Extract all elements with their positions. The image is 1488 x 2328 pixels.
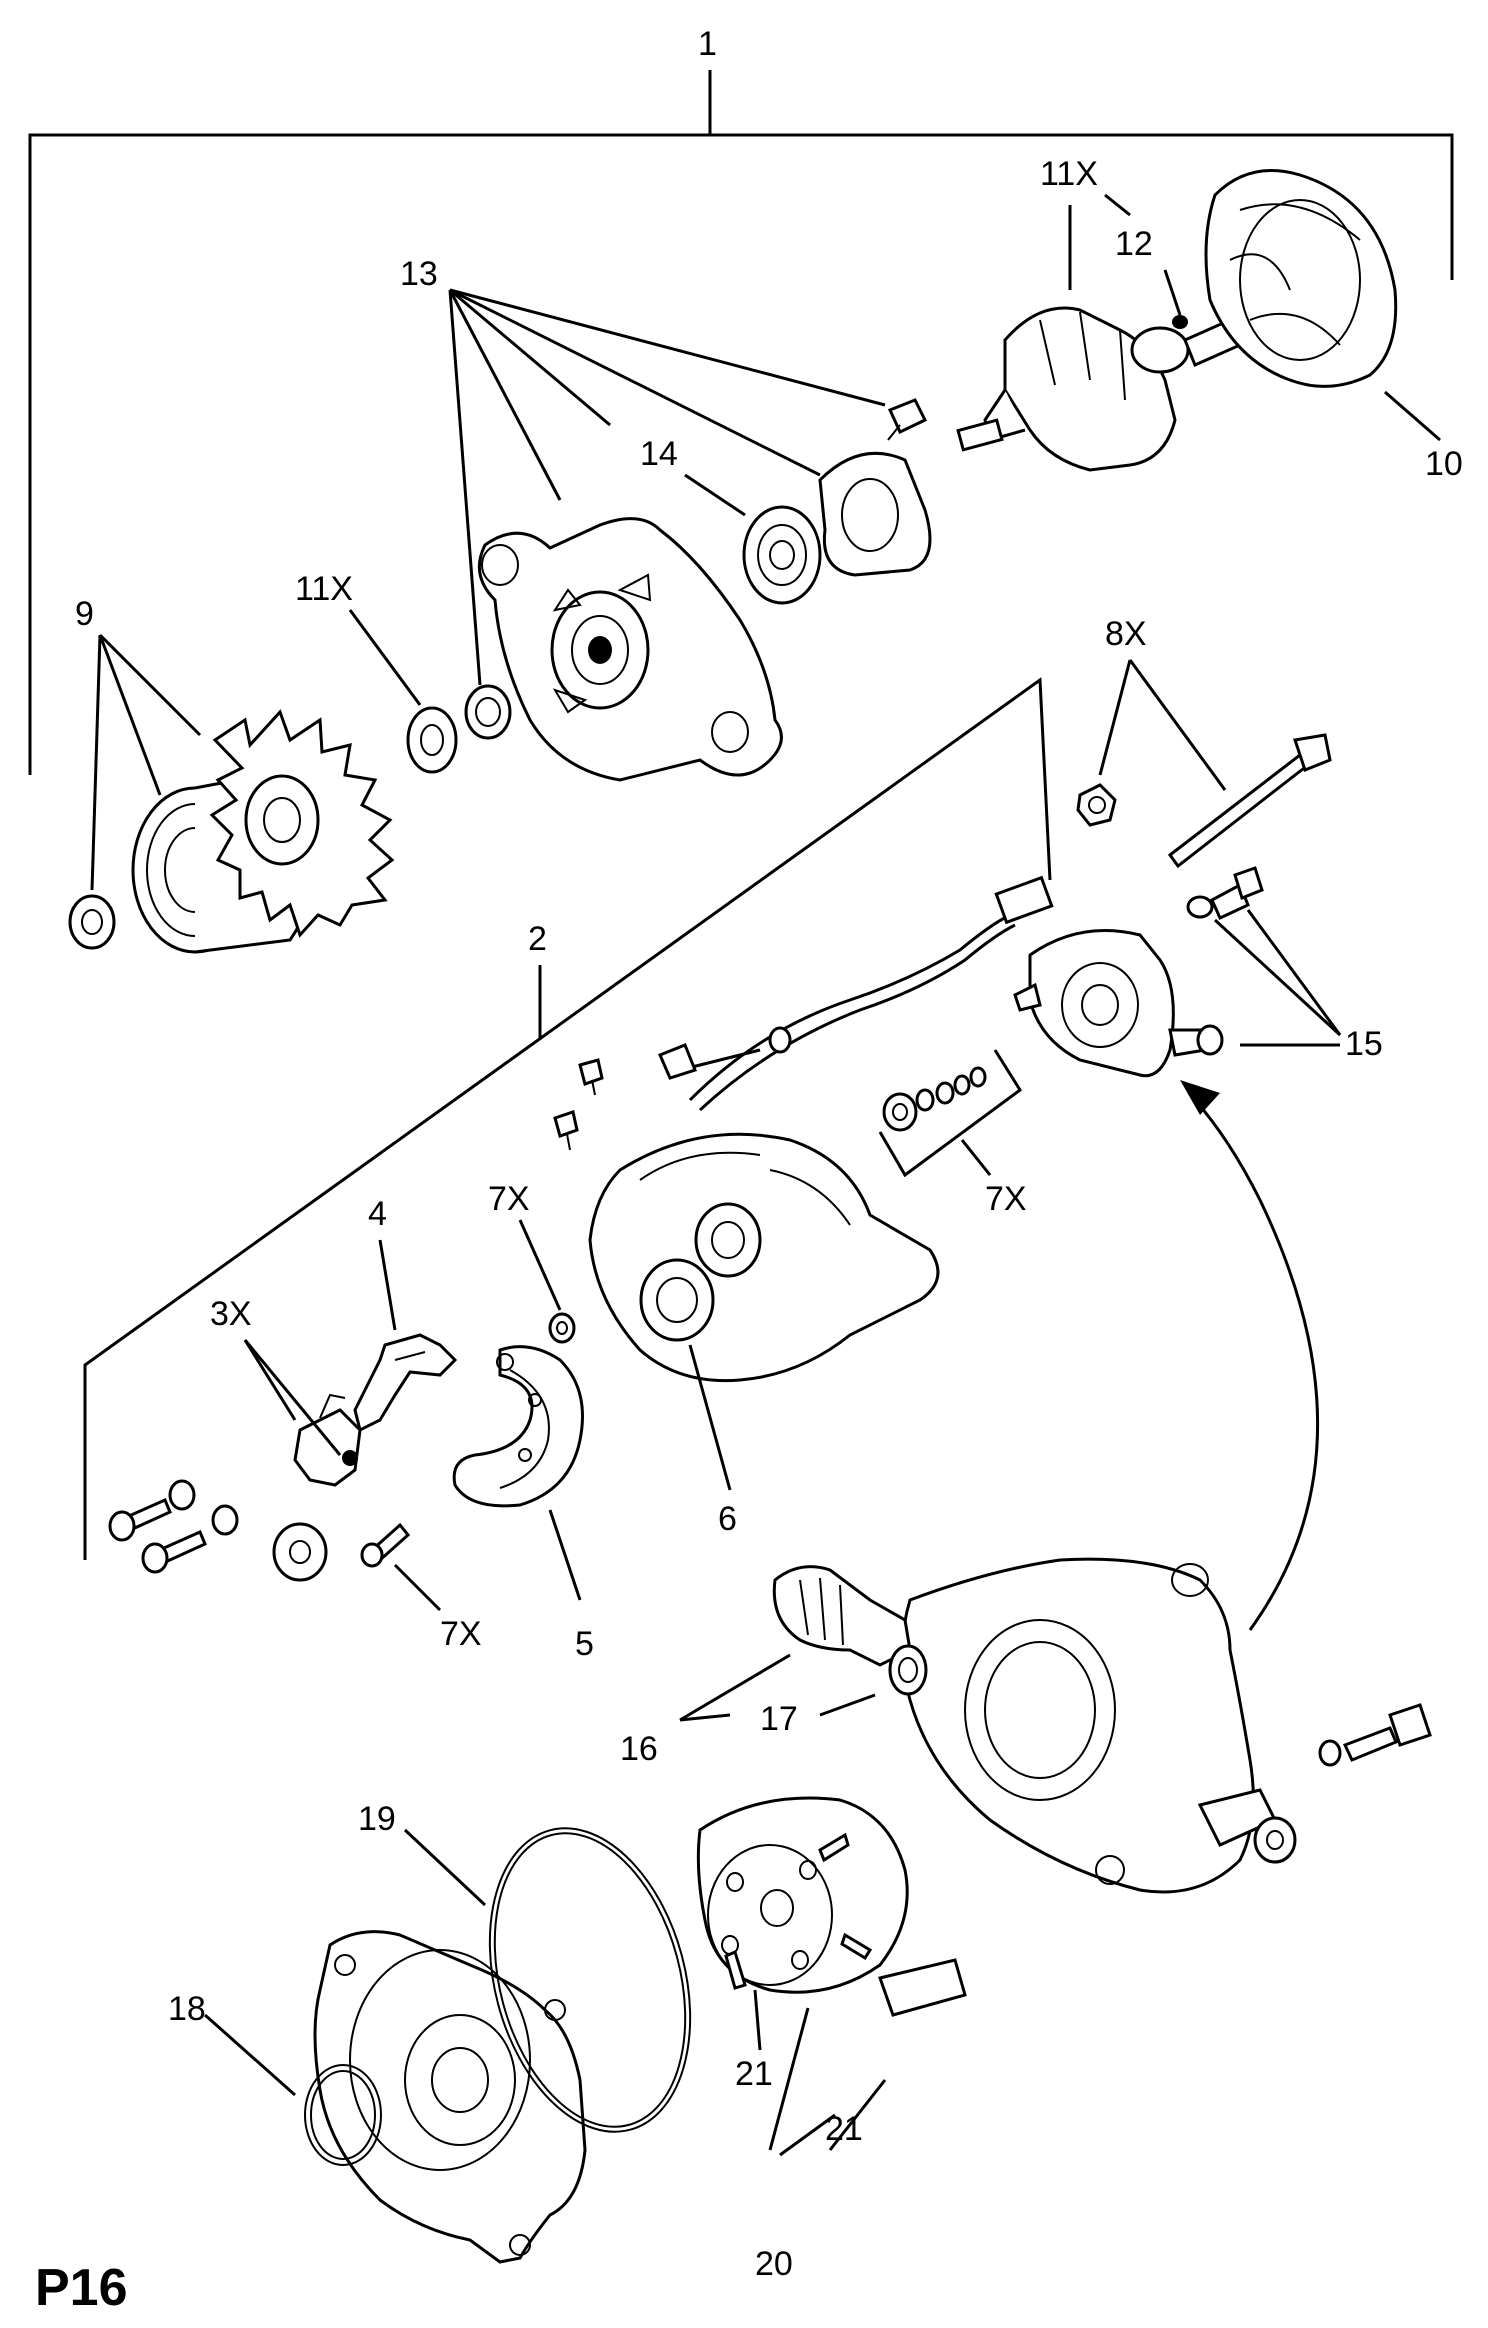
- callout-2: 2: [528, 920, 547, 958]
- page-code: P16: [35, 2259, 128, 2317]
- rectifier-diode-plate: [452, 1345, 584, 1508]
- terminal-screw-upper: [578, 1058, 604, 1096]
- callout-20: 20: [755, 2245, 793, 2283]
- pump-bolt: [1318, 1703, 1432, 1767]
- callout-labels: 1 13 14 11X 12 10 11X 9 8X 2 15 7X 7X 4 …: [35, 25, 1463, 2317]
- vacuum-pump-body: [901, 1557, 1297, 1894]
- regulator-screw: [1186, 866, 1264, 921]
- callout-18: 18: [168, 1990, 206, 2028]
- drive-end-housing: [477, 517, 783, 782]
- through-bolt-nut: [1076, 783, 1117, 827]
- group-2-bracket: [83, 677, 1052, 1560]
- pulley-nut: [68, 894, 116, 950]
- callout-21-right: 21: [825, 2110, 863, 2148]
- assembly-arrow: [1180, 1080, 1319, 1631]
- wiring-harness: [658, 875, 1054, 1112]
- callout-11x-left: 11X: [295, 570, 353, 608]
- bearing: [742, 505, 822, 605]
- check-valve-seal: [888, 1644, 928, 1696]
- callout-21-left: 21: [735, 2055, 773, 2093]
- callout-13: 13: [400, 255, 438, 293]
- spacer-sleeve: [464, 684, 512, 740]
- callout-3x: 3X: [210, 1295, 252, 1333]
- callout-14: 14: [640, 435, 678, 473]
- brush-holder: [293, 1393, 362, 1487]
- fan: [209, 709, 395, 938]
- rotor: [956, 306, 1242, 472]
- pump-rotor: [696, 1796, 909, 1994]
- callout-1: 1: [698, 25, 717, 63]
- callout-5: 5: [575, 1625, 594, 1663]
- leader-lines: [90, 193, 1441, 2157]
- callout-10: 10: [1425, 445, 1463, 483]
- through-bolt: [1167, 733, 1332, 869]
- spacer-washer: [406, 706, 458, 774]
- large-o-ring: [488, 1827, 692, 2133]
- callout-7x-bottom: 7X: [440, 1615, 482, 1653]
- pump-cover: [313, 1930, 587, 2264]
- small-o-ring: [304, 2064, 382, 2166]
- bearing-retainer-plate: [818, 451, 932, 577]
- callout-12: 12: [1115, 225, 1153, 263]
- mounting-bolt-lower: [141, 1504, 239, 1574]
- callout-15: 15: [1345, 1025, 1383, 1063]
- callout-7x-right: 7X: [985, 1180, 1027, 1218]
- callout-16: 16: [620, 1730, 658, 1768]
- group-1-bracket: [28, 70, 1454, 775]
- callout-8x: 8X: [1105, 615, 1147, 653]
- mounting-bolt-upper: [108, 1479, 196, 1542]
- terminal-screw-lower: [553, 1110, 579, 1151]
- callout-6: 6: [718, 1500, 737, 1538]
- terminal-nut-set-bracket: [878, 1049, 1023, 1178]
- terminal-nut-set: [882, 1066, 987, 1132]
- regulator-bracket: [353, 1333, 458, 1433]
- callout-17: 17: [760, 1700, 798, 1738]
- callout-9: 9: [75, 595, 94, 633]
- rotor-fan-shroud: [1204, 169, 1398, 388]
- callout-7x-center: 7X: [488, 1180, 530, 1218]
- callout-4: 4: [368, 1195, 387, 1233]
- callout-19: 19: [358, 1800, 396, 1838]
- regulator-housing: [1013, 929, 1224, 1078]
- brush-holder-screw: [360, 1522, 411, 1568]
- slip-ring-end-housing: [588, 1132, 940, 1383]
- retainer-screw: [887, 398, 928, 441]
- callout-11x-upper: 11X: [1040, 155, 1098, 193]
- check-valve: [772, 1565, 912, 1667]
- brush-holder-nut: [548, 1312, 576, 1344]
- pump-vane: [878, 1958, 967, 2017]
- insulating-washer: [272, 1522, 328, 1582]
